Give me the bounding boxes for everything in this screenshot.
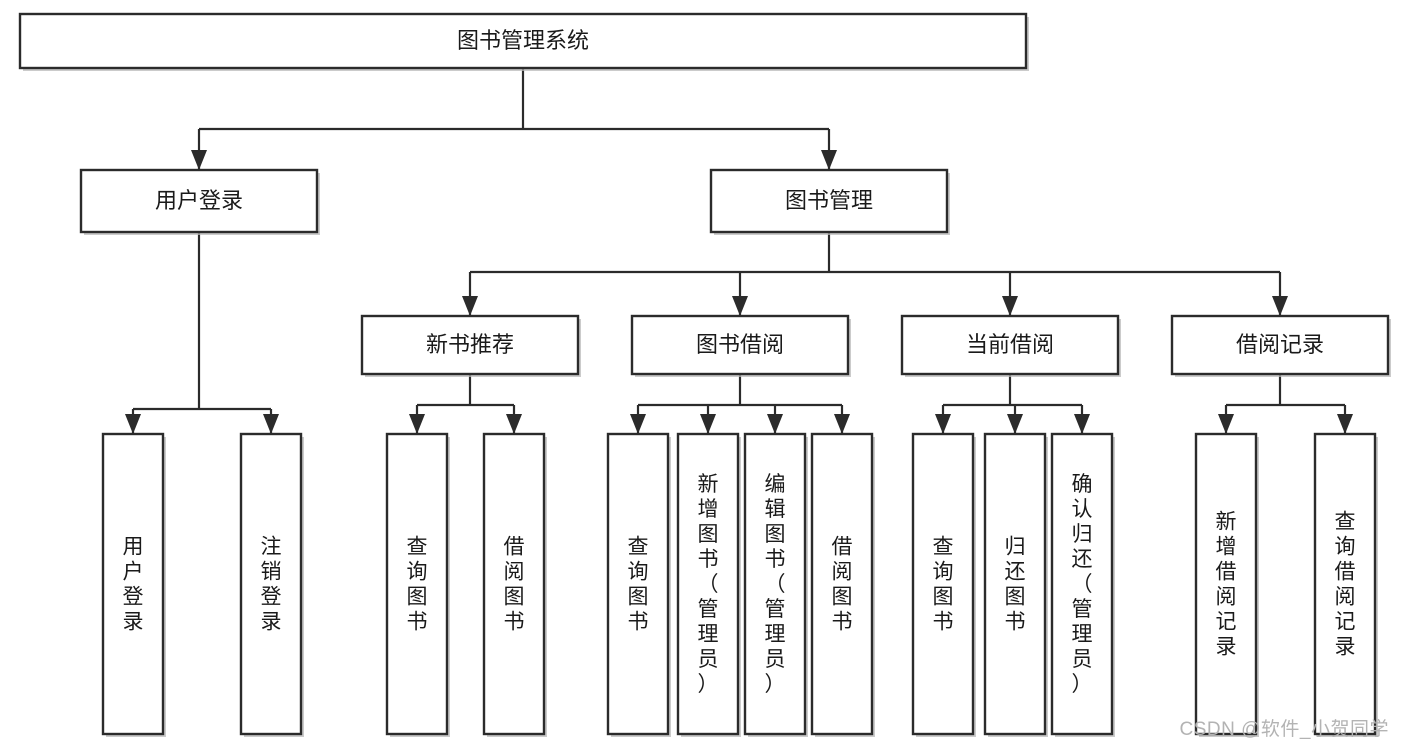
node-root-图书管理系统[interactable]: 图书管理系统	[18, 12, 1029, 71]
node-label: 借阅图书	[832, 536, 853, 634]
node-box[interactable]	[900, 314, 1120, 376]
node-label: 确认归还（管理员）	[1072, 473, 1093, 696]
node-box[interactable]	[482, 432, 546, 736]
arrow-head-icon	[821, 150, 837, 170]
node-box[interactable]	[810, 432, 874, 736]
arrow-head-icon	[1337, 414, 1353, 434]
node-leaf-confirm-return[interactable]: 确认归还（管理员）	[1050, 432, 1115, 737]
node-book-manage[interactable]: 图书管理	[709, 168, 950, 235]
node-label: 查询图书	[407, 536, 428, 634]
node-label: 图书管理系统	[457, 28, 589, 53]
node-leaf-query-book-3[interactable]: 查询图书	[911, 432, 976, 737]
node-label: 查询图书	[628, 536, 649, 634]
node-label: 新增借阅记录	[1216, 511, 1237, 659]
node-box[interactable]	[239, 432, 303, 736]
node-box[interactable]	[1170, 314, 1390, 376]
node-box[interactable]	[385, 432, 449, 736]
node-label: 用户登录	[123, 536, 144, 634]
node-box[interactable]	[101, 432, 165, 736]
node-box[interactable]	[709, 168, 949, 234]
arrow-head-icon	[1218, 414, 1234, 434]
node-leaf-add-book[interactable]: 新增图书（管理员）	[676, 432, 741, 737]
node-label: 图书借阅	[696, 332, 784, 357]
arrow-head-icon	[1074, 414, 1090, 434]
node-label: 图书管理	[785, 188, 873, 213]
node-label: 当前借阅	[966, 332, 1054, 357]
node-leaf-return-book[interactable]: 归还图书	[983, 432, 1048, 737]
node-leaf-user-logout[interactable]: 注销登录	[239, 432, 304, 737]
node-label: 新书推荐	[426, 332, 514, 357]
node-leaf-query-book-1[interactable]: 查询图书	[385, 432, 450, 737]
node-label: 借阅图书	[504, 536, 525, 634]
arrow-head-icon	[834, 414, 850, 434]
arrow-head-icon	[125, 414, 141, 434]
node-leaf-edit-book[interactable]: 编辑图书（管理员）	[743, 432, 808, 737]
node-box[interactable]	[676, 432, 740, 736]
arrow-head-icon	[462, 296, 478, 316]
node-leaf-user-login[interactable]: 用户登录	[101, 432, 166, 737]
node-box[interactable]	[18, 12, 1028, 70]
arrow-head-icon	[732, 296, 748, 316]
nodes-layer: 图书管理系统用户登录图书管理新书推荐图书借阅当前借阅借阅记录用户登录注销登录查询…	[18, 12, 1391, 737]
arrow-head-icon	[767, 414, 783, 434]
arrow-head-icon	[263, 414, 279, 434]
node-label: 归还图书	[1005, 536, 1026, 634]
node-label: 注销登录	[261, 536, 282, 634]
node-book-borrow[interactable]: 图书借阅	[630, 314, 851, 377]
node-box[interactable]	[743, 432, 807, 736]
node-new-book-rec[interactable]: 新书推荐	[360, 314, 581, 377]
arrow-head-icon	[1272, 296, 1288, 316]
node-user-login[interactable]: 用户登录	[79, 168, 320, 235]
node-box[interactable]	[983, 432, 1047, 736]
node-box[interactable]	[606, 432, 670, 736]
node-box[interactable]	[911, 432, 975, 736]
arrow-head-icon	[191, 150, 207, 170]
node-label: 借阅记录	[1236, 332, 1324, 357]
arrow-head-icon	[409, 414, 425, 434]
node-leaf-borrow-book-2[interactable]: 借阅图书	[810, 432, 875, 737]
node-borrow-record[interactable]: 借阅记录	[1170, 314, 1391, 377]
node-leaf-query-book-2[interactable]: 查询图书	[606, 432, 671, 737]
arrow-head-icon	[700, 414, 716, 434]
node-box[interactable]	[1050, 432, 1114, 736]
arrow-head-icon	[630, 414, 646, 434]
node-current-borrow[interactable]: 当前借阅	[900, 314, 1121, 377]
node-label: 编辑图书（管理员）	[765, 473, 786, 696]
node-leaf-add-record[interactable]: 新增借阅记录	[1194, 432, 1259, 737]
node-box[interactable]	[630, 314, 850, 376]
node-label: 用户登录	[155, 188, 243, 213]
arrow-head-icon	[935, 414, 951, 434]
node-label: 查询图书	[933, 536, 954, 634]
node-label: 新增图书（管理员）	[698, 473, 719, 696]
connectors-layer	[125, 68, 1353, 434]
node-leaf-borrow-book-1[interactable]: 借阅图书	[482, 432, 547, 737]
node-box[interactable]	[79, 168, 319, 234]
node-box[interactable]	[1313, 432, 1377, 736]
node-box[interactable]	[1194, 432, 1258, 736]
arrow-head-icon	[506, 414, 522, 434]
node-leaf-query-record[interactable]: 查询借阅记录	[1313, 432, 1378, 737]
arrow-head-icon	[1002, 296, 1018, 316]
arrow-head-icon	[1007, 414, 1023, 434]
node-box[interactable]	[360, 314, 580, 376]
node-label: 查询借阅记录	[1335, 511, 1356, 659]
